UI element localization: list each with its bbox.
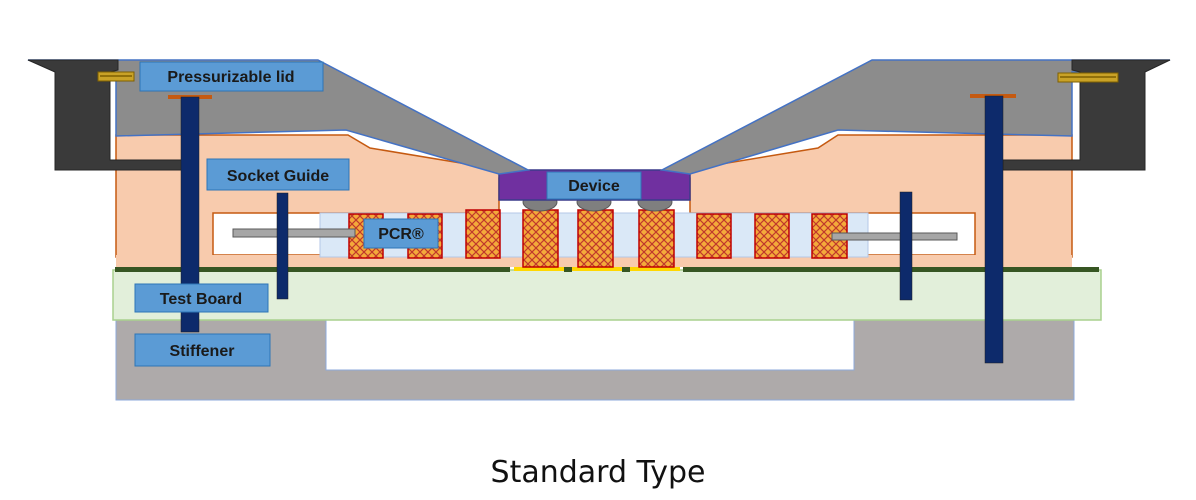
contact-column <box>638 209 675 268</box>
board-pad <box>630 266 680 271</box>
diagram-caption: Standard Type <box>491 455 706 490</box>
label-device: Device <box>546 171 642 200</box>
board-traces <box>115 266 1099 272</box>
label-socket-guide: Socket Guide <box>206 158 350 191</box>
contact-column <box>754 213 790 259</box>
guide-rods <box>232 228 958 241</box>
contact-column <box>577 209 614 268</box>
side-clamps <box>27 59 1171 171</box>
svg-text:Stiffener: Stiffener <box>170 343 235 360</box>
board-pad <box>572 266 622 271</box>
alignment-pins <box>168 94 1016 364</box>
svg-text:Test Board: Test Board <box>160 291 242 308</box>
board-pad <box>514 266 564 271</box>
label-test-board: Test Board <box>134 283 269 313</box>
svg-text:Pressurizable lid: Pressurizable lid <box>167 69 294 86</box>
svg-text:Device: Device <box>568 178 620 195</box>
contact-column <box>696 213 732 259</box>
contact-column <box>465 209 501 259</box>
svg-text:Socket Guide: Socket Guide <box>227 168 329 185</box>
label-pressurizable-lid: Pressurizable lid <box>139 61 324 92</box>
contact-column <box>522 209 559 268</box>
svg-text:PCR®: PCR® <box>378 226 424 243</box>
label-stiffener: Stiffener <box>134 333 271 367</box>
label-pcr: PCR® <box>363 218 439 249</box>
